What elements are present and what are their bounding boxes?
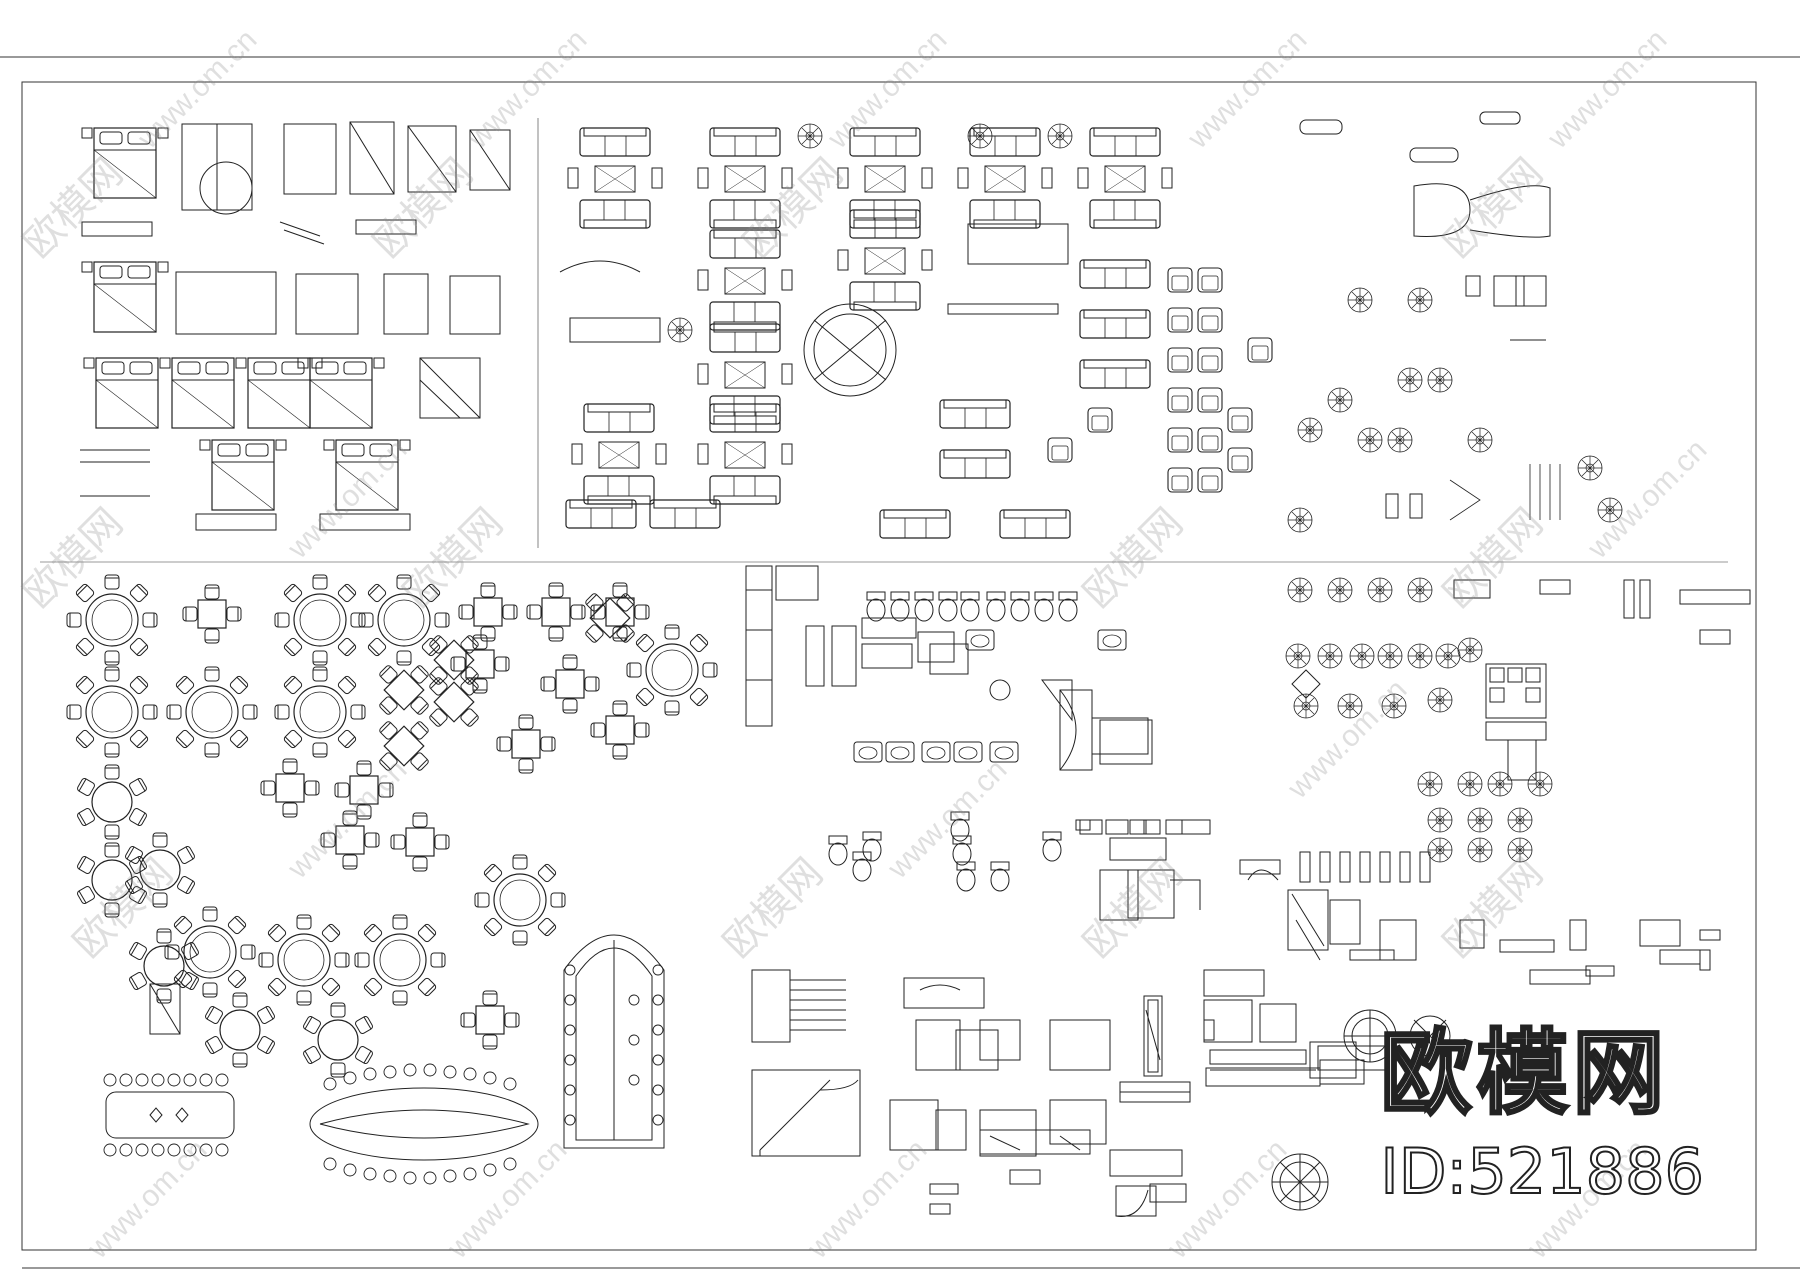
watermark-text: www.om.cn <box>441 1133 573 1265</box>
office-misc-blocks <box>1109 577 1751 1217</box>
model-id: ID:521886 <box>1379 1135 1705 1208</box>
watermark-text: www.om.cn <box>1181 23 1313 155</box>
watermark-brand: 欧模网 <box>1435 850 1551 966</box>
watermark-text: www.om.cn <box>881 753 1013 885</box>
watermark-brand: 欧模网 <box>15 500 131 616</box>
watermark-text: www.om.cn <box>1581 433 1713 565</box>
watermark-brand: 欧模网 <box>395 500 511 616</box>
brand-name: 欧模网 <box>1379 1020 1669 1127</box>
vehicle-plant-blocks <box>1287 111 1623 533</box>
watermark-brand: 欧模网 <box>15 150 131 266</box>
watermark-brand: 欧模网 <box>65 850 181 966</box>
watermark-text: www.om.cn <box>461 23 593 155</box>
brand-stamp: 欧模网 ID:521886 <box>1379 1020 1705 1208</box>
watermark-brand: 欧模网 <box>735 150 851 266</box>
watermark-text: www.om.cn <box>1161 1133 1293 1265</box>
watermark-brand: 欧模网 <box>1075 500 1191 616</box>
elevation-stair-blocks <box>751 969 1111 1215</box>
bedroom-blocks <box>80 121 511 531</box>
watermark-text: www.om.cn <box>801 1133 933 1265</box>
watermark-brand: 欧模网 <box>715 850 831 966</box>
watermark-brand: 欧模网 <box>365 150 481 266</box>
watermark-brand: 欧模网 <box>1435 150 1551 266</box>
dining-table-blocks <box>67 575 717 1185</box>
watermark-text: www.om.cn <box>131 23 263 155</box>
living-room-blocks <box>559 123 1273 539</box>
watermark-text: www.om.cn <box>1541 23 1673 155</box>
bathroom-kitchen-blocks <box>745 565 1281 921</box>
watermark-text: www.om.cn <box>281 433 413 565</box>
sheet-frame <box>0 56 1800 1269</box>
